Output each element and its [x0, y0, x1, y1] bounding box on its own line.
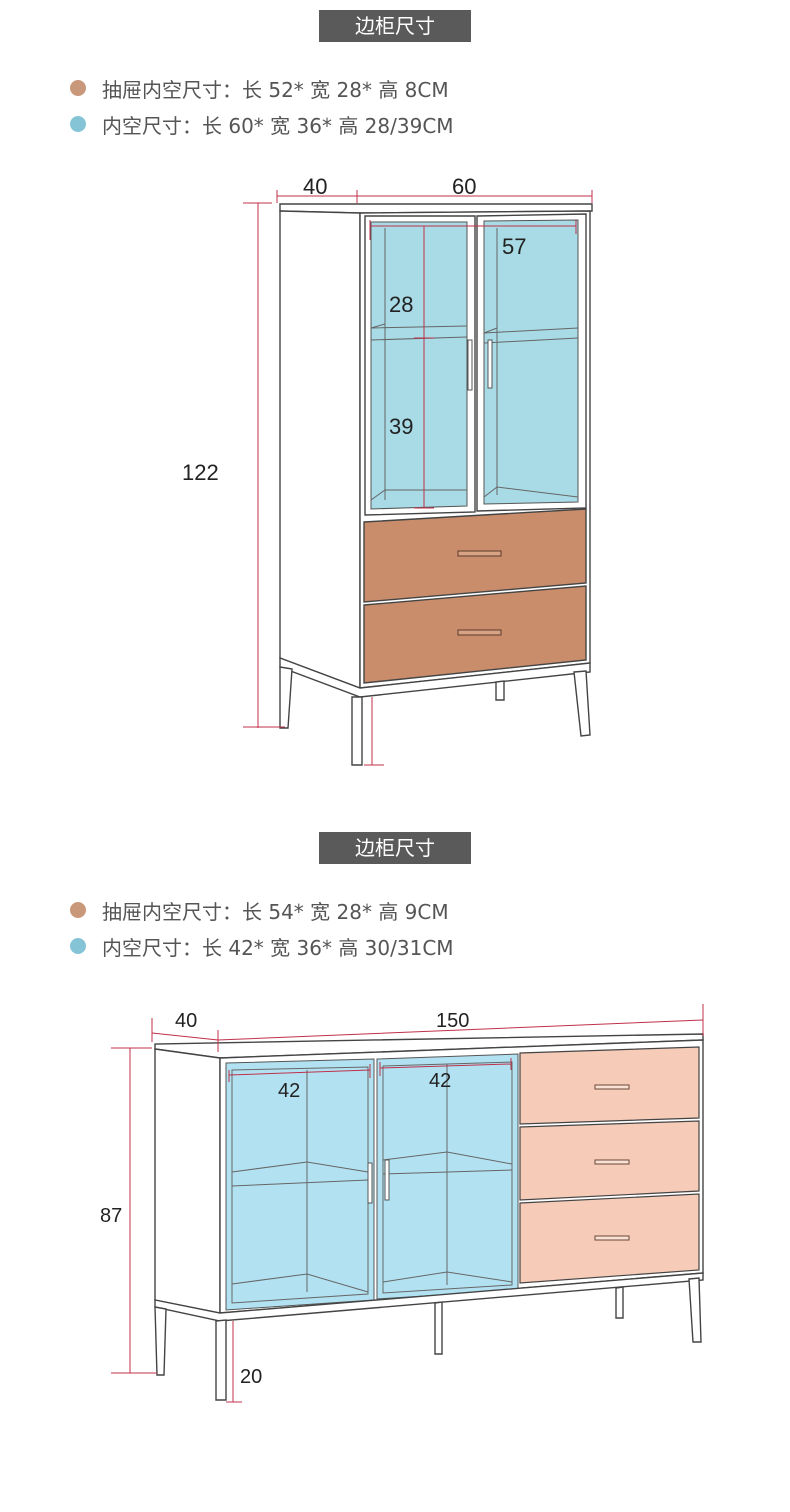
leg-front-right	[573, 670, 591, 737]
drawer-handle-upper	[457, 550, 502, 557]
legend-inner-dot	[70, 116, 86, 132]
legend-inner-dot	[70, 938, 86, 954]
leg-front-right	[688, 1277, 702, 1343]
section-1-title: 边柜尺寸	[319, 10, 471, 42]
legend-drawer-dot	[70, 902, 86, 918]
door-handle-left	[367, 1162, 373, 1204]
dim-width-2: 150	[436, 1010, 469, 1032]
dim-upper-shelf-height: 28	[389, 292, 413, 317]
dim-inner-left: 42	[278, 1080, 300, 1102]
leg-back-right	[615, 1286, 624, 1319]
sideboard-side-panel	[154, 1048, 221, 1314]
legend-drawer-text: 抽屉内空尺寸：长 54* 宽 28* 高 9CM	[102, 899, 449, 924]
glass-pane-right	[483, 219, 579, 505]
dim-height-2: 87	[100, 1205, 122, 1227]
drawer-handle-top	[594, 1084, 630, 1090]
dim-height-1: 122	[182, 460, 219, 485]
dim-depth-1: 40	[303, 174, 327, 199]
leg-back-left	[279, 666, 293, 729]
leg-back-left	[154, 1306, 167, 1376]
dim-inner-right: 42	[429, 1070, 451, 1092]
leg-back-right	[495, 680, 505, 701]
legend-inner-text: 内空尺寸：长 42* 宽 36* 高 30/31CM	[102, 935, 454, 960]
legend-drawer-inner-size-2: 抽屉内空尺寸：长 54* 宽 28* 高 9CM	[70, 898, 449, 924]
door-handle-right	[384, 1159, 390, 1201]
door-handle-left	[467, 339, 473, 391]
dim-inner-width-1: 57	[502, 234, 526, 259]
drawer-handle-middle	[594, 1159, 630, 1165]
drawer-handle-lower	[457, 629, 502, 636]
glass-pane-left	[370, 221, 468, 510]
dim-leg-height: 20	[240, 1366, 262, 1388]
leg-front-left	[215, 1319, 227, 1401]
legend-inner-text: 内空尺寸：长 60* 宽 36* 高 28/39CM	[102, 113, 454, 138]
dim-depth-2: 40	[175, 1010, 197, 1032]
door-handle-right	[487, 339, 493, 389]
dim-lower-shelf-height: 39	[389, 414, 413, 439]
section-2-title: 边柜尺寸	[319, 832, 471, 864]
drawer-handle-bottom	[594, 1235, 630, 1241]
dim-width-1: 60	[452, 174, 476, 199]
legend-drawer-inner-size-1: 抽屉内空尺寸：长 52* 宽 28* 高 8CM	[70, 76, 449, 102]
leg-center	[434, 1301, 443, 1355]
leg-front-left	[351, 696, 363, 766]
cabinet-tall-diagram: 40 60 122 57 28 39	[182, 174, 593, 766]
legend-drawer-text: 抽屉内空尺寸：长 52* 宽 28* 高 8CM	[102, 77, 449, 102]
legend-drawer-dot	[70, 80, 86, 96]
legend-inner-size-2: 内空尺寸：长 42* 宽 36* 高 30/31CM	[70, 934, 454, 960]
legend-inner-size-1: 内空尺寸：长 60* 宽 36* 高 28/39CM	[70, 112, 454, 138]
